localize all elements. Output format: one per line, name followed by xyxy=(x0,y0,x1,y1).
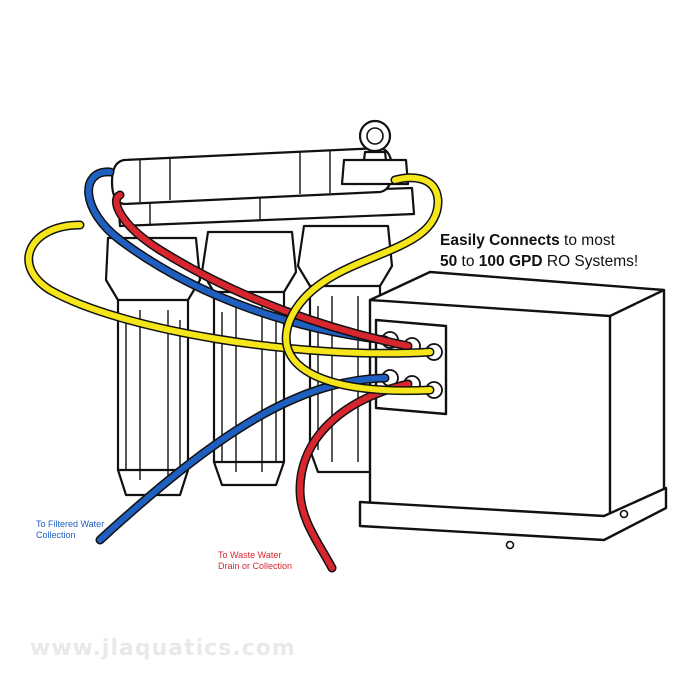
headline-bold-2b: 100 GPD xyxy=(478,253,543,270)
tube-set xyxy=(24,167,443,573)
callout-filtered-line-2: Collection xyxy=(36,530,76,540)
headline-mid-2: to xyxy=(457,253,479,270)
headline-rest-2: RO Systems! xyxy=(542,253,639,270)
callout-filtered-line-1: To Filtered Water xyxy=(36,519,105,529)
yellow-tube-feed xyxy=(24,173,443,396)
headline-text: Easily Connects to most 50 to 100 GPD RO… xyxy=(440,230,690,272)
filter-canister-left xyxy=(104,236,202,497)
headline-bold-2a: 50 xyxy=(440,253,458,270)
callout-waste-line-1: To Waste Water xyxy=(218,550,282,560)
headline-line-2: 50 to 100 GPD RO Systems! xyxy=(440,251,690,272)
callout-filtered-water: To Filtered Water Collection xyxy=(36,519,104,541)
headline-line-1: Easily Connects to most xyxy=(440,230,690,251)
headline-bold-1: Easily Connects xyxy=(440,232,560,249)
pressure-gauge-icon xyxy=(340,119,410,186)
callout-waste-water: To Waste Water Drain or Collection xyxy=(218,550,292,572)
headline-rest-1: to most xyxy=(559,232,615,249)
callout-waste-line-2: Drain or Collection xyxy=(218,561,293,571)
watermark: www.jlaquatics.com xyxy=(30,636,296,661)
blue-tube-filtered xyxy=(84,167,390,545)
connection-box xyxy=(358,270,668,550)
red-tube-waste xyxy=(111,190,413,573)
